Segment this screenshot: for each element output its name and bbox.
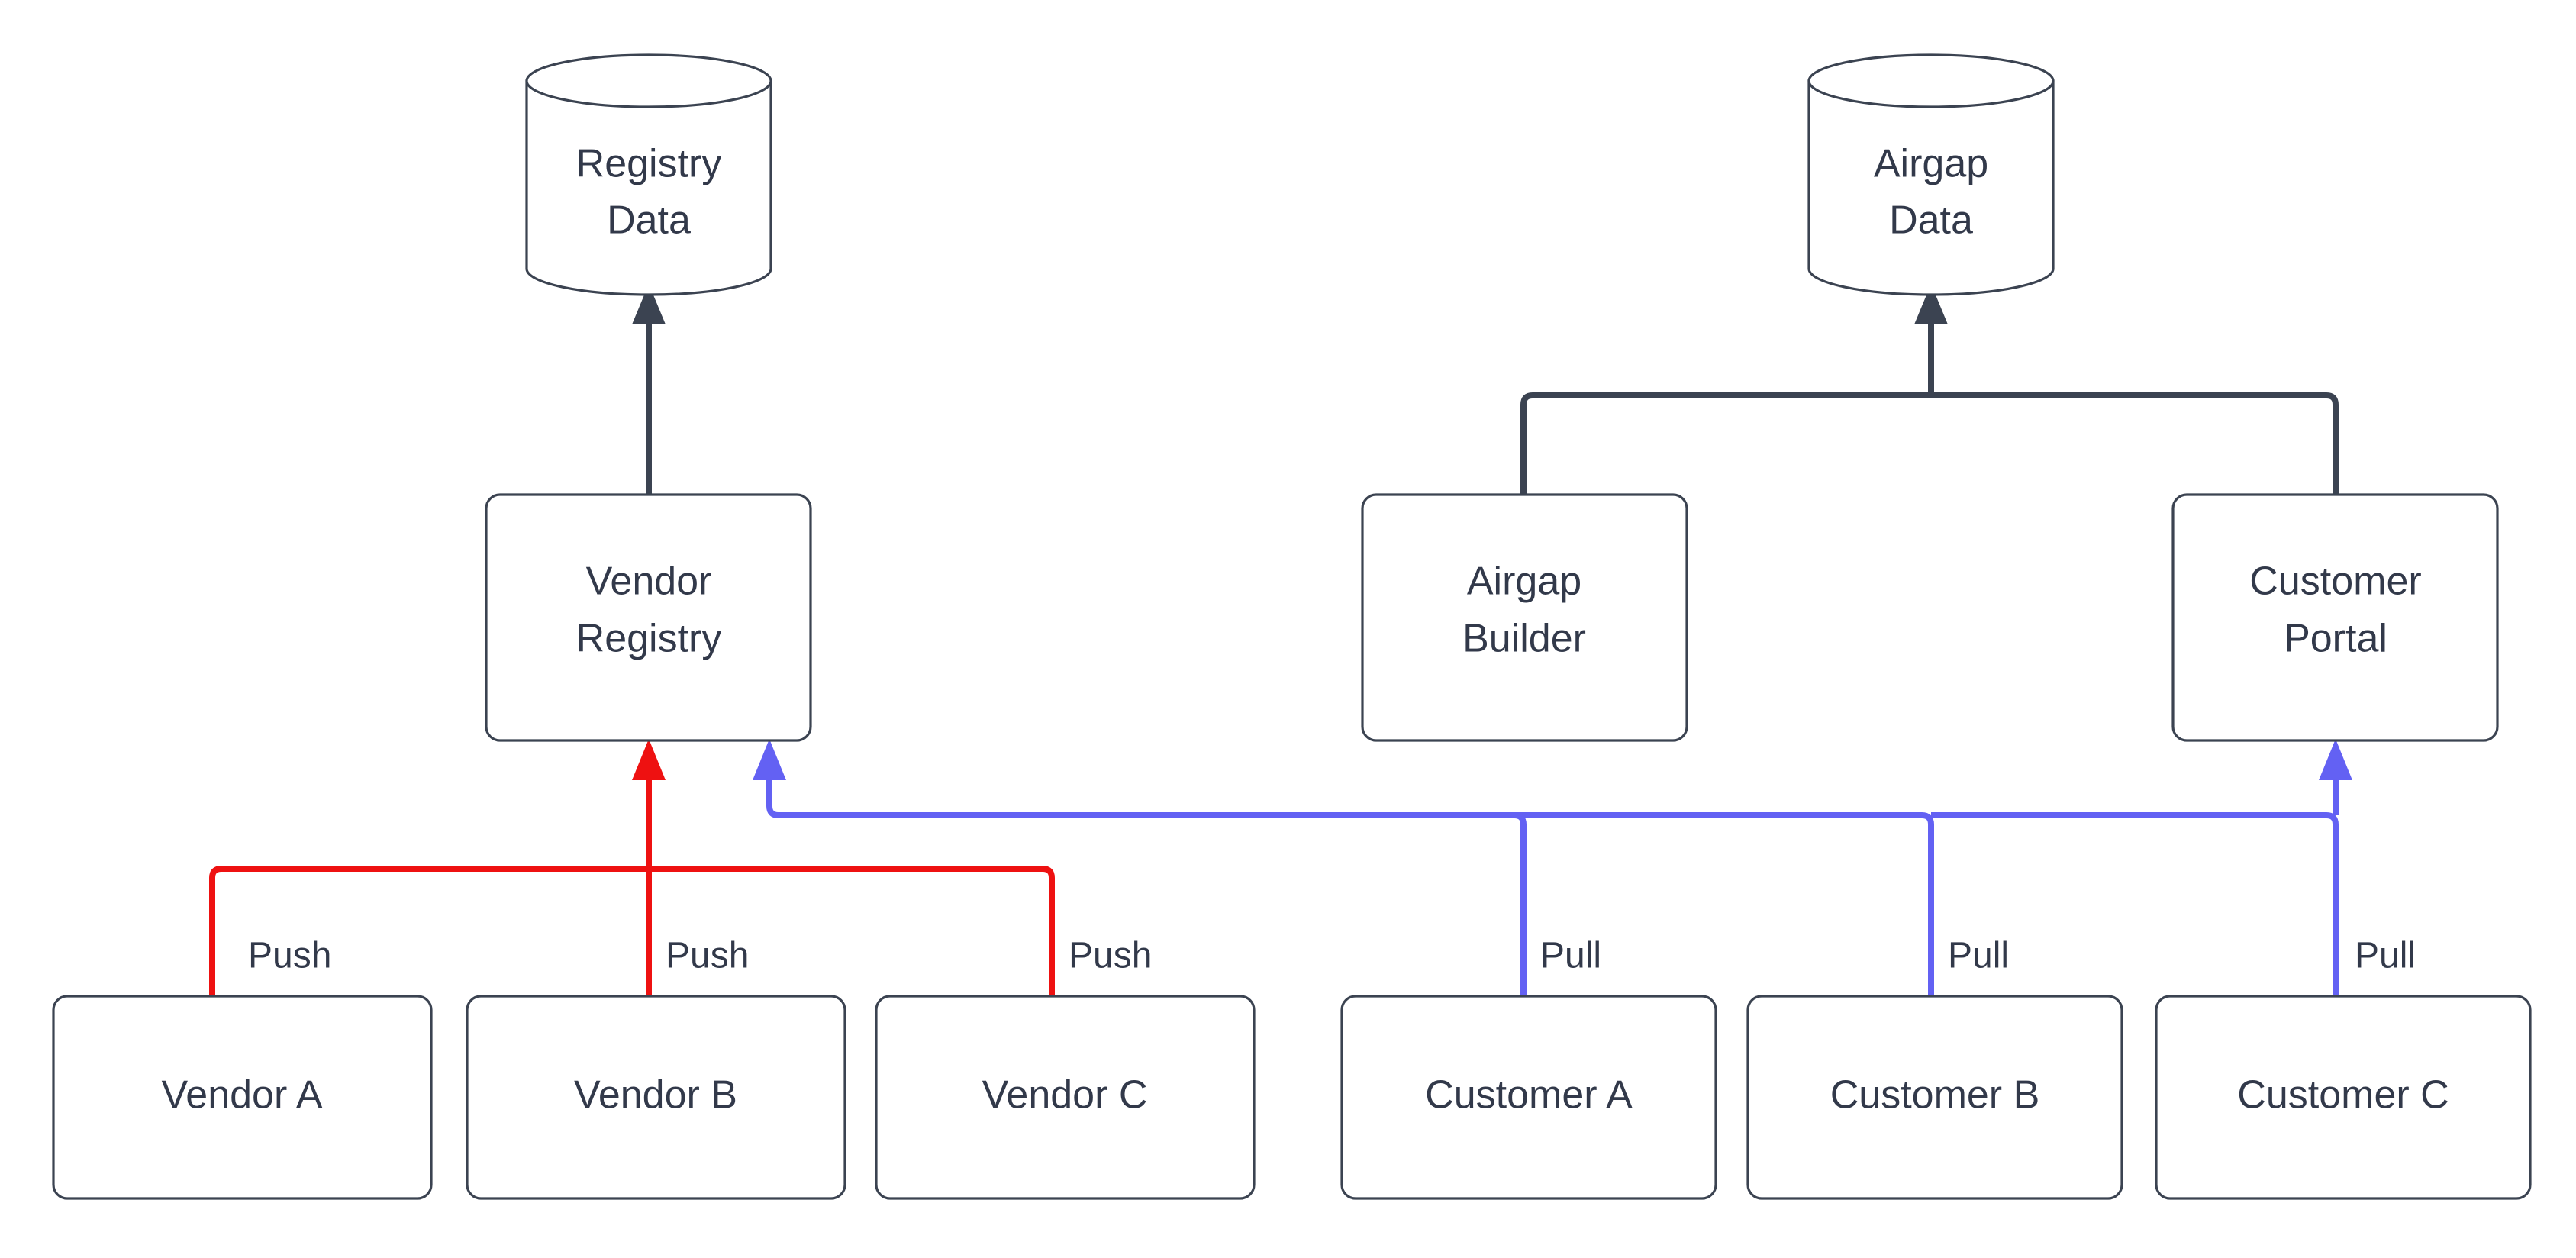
edge-label-pull-b: Pull [1948, 936, 2009, 976]
cylinder-top-ellipse [1807, 53, 2055, 108]
node-box [1340, 995, 1717, 1200]
node-label: Customer A [1425, 1073, 1633, 1118]
edge-push-trunk-to-vendor-registry [632, 739, 666, 869]
edge-vendor-registry-to-registry-data [632, 284, 666, 495]
node-box [2155, 995, 2532, 1200]
node-customer-a[interactable]: Customer A [1340, 995, 1717, 1200]
node-label: Vendor C [982, 1073, 1148, 1118]
edge-customer-b-pull [779, 812, 1934, 996]
node-customer-c[interactable]: Customer C [2155, 995, 2532, 1200]
edge-line [1520, 392, 1931, 495]
node-label-line2: Portal [2284, 617, 2387, 661]
cylinder-body [525, 79, 772, 296]
edge-label-pull-c: Pull [2355, 936, 2416, 976]
cylinder-body [1807, 79, 2055, 296]
edge-airgap-builder-to-airgap-data [1520, 392, 1931, 495]
node-customer-b[interactable]: Customer B [1746, 995, 2123, 1200]
edge-line [1931, 392, 2339, 495]
datastore-label-line2: Data [1889, 198, 1973, 243]
arrowhead-icon [1914, 284, 1948, 324]
node-label-line1: Vendor [586, 560, 712, 604]
arrowhead-icon [2319, 739, 2352, 780]
node-box [466, 995, 846, 1200]
node-vendor-a[interactable]: Vendor A [52, 995, 433, 1200]
edge-airgap-trunk-to-airgap-data [1914, 284, 1948, 395]
edge-line [209, 866, 649, 996]
node-vendor-b[interactable]: Vendor B [466, 995, 846, 1200]
node-label-line1: Customer [2249, 560, 2421, 604]
node-vendor-registry[interactable]: Vendor Registry [485, 493, 812, 742]
edge-line [779, 812, 1934, 996]
node-label: Customer B [1830, 1073, 2040, 1118]
node-box [1746, 995, 2123, 1200]
edge-customer-portal-to-airgap-data [1931, 392, 2339, 495]
node-customer-portal[interactable]: Customer Portal [2171, 493, 2499, 742]
datastore-label-line1: Airgap [1874, 142, 1988, 186]
edge-label-push-b: Push [666, 936, 749, 976]
edge-vendor-c-push [649, 866, 1055, 996]
node-box [52, 995, 433, 1200]
edge-line [1931, 812, 2339, 996]
datastore-label-line1: Registry [576, 142, 722, 186]
node-box [2171, 493, 2499, 742]
arrowhead-icon [632, 739, 666, 780]
arrowhead-icon [632, 284, 666, 324]
arrowhead-icon [753, 739, 786, 780]
node-box [485, 493, 812, 742]
node-label-line2: Builder [1462, 617, 1586, 661]
node-label-line2: Registry [576, 617, 722, 661]
edge-line [766, 769, 779, 818]
node-label: Vendor B [574, 1073, 737, 1118]
edge-label-push-a: Push [248, 936, 331, 976]
datastore-airgap-data[interactable]: Airgap Data [1807, 53, 2055, 296]
node-box [875, 995, 1256, 1200]
edge-line [649, 866, 1055, 996]
cylinder-top-ellipse [525, 53, 772, 108]
edge-customer-c-pull [1931, 739, 2352, 996]
edge-label-pull-a: Pull [1540, 936, 1601, 976]
node-label: Customer C [2237, 1073, 2449, 1118]
node-label: Vendor A [161, 1073, 322, 1118]
node-vendor-c[interactable]: Vendor C [875, 995, 1256, 1200]
datastore-registry-data[interactable]: Registry Data [525, 53, 772, 296]
node-airgap-builder[interactable]: Airgap Builder [1361, 493, 1688, 742]
edge-label-push-c: Push [1069, 936, 1152, 976]
node-label-line1: Airgap [1467, 560, 1581, 604]
edge-vendor-a-push [209, 866, 649, 996]
node-box [1361, 493, 1688, 742]
edge-pull-trunk-to-vendor-registry [753, 739, 786, 818]
datastore-label-line2: Data [607, 198, 691, 243]
